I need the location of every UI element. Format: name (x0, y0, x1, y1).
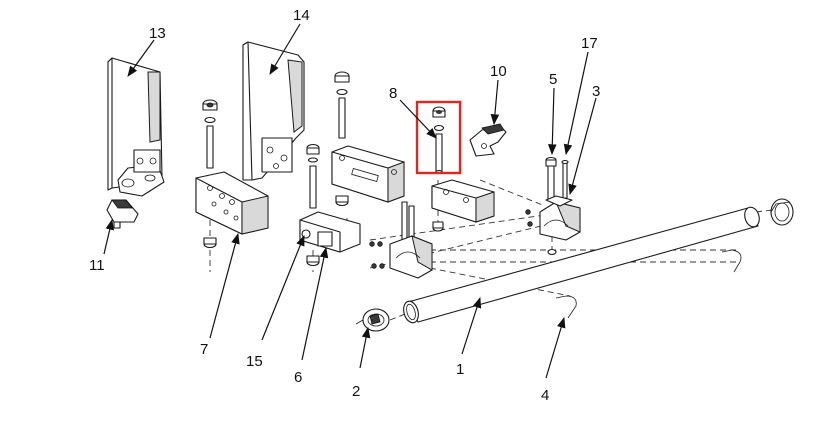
part-1-tube (403, 206, 760, 324)
callout-5: 5 (549, 71, 557, 88)
pin-stack-left (202, 99, 218, 169)
part-5-bolt (545, 156, 557, 201)
callout-17: 17 (581, 35, 598, 52)
part-4-u-bolt (555, 249, 742, 319)
part-17-pin (561, 159, 569, 199)
callout-13: 13 (149, 25, 166, 42)
lower-right-channel (431, 179, 495, 223)
callout-15: 15 (246, 353, 263, 370)
upper-slotted-bracket (331, 145, 405, 207)
callout-2: 2 (352, 383, 360, 400)
leader-lines (103, 23, 597, 379)
part-6-clamp (299, 211, 361, 267)
callout-1: 1 (456, 361, 464, 378)
callout-6: 6 (294, 369, 302, 386)
part-3-saddle (525, 195, 581, 256)
pin-stack-centre (306, 143, 320, 209)
part-7-channel (195, 171, 269, 249)
centre-saddle (369, 201, 444, 279)
callout-11: 11 (89, 257, 105, 274)
callout-8: 8 (389, 85, 397, 102)
part-8-highlight-box (415, 100, 462, 175)
part-11-latch (106, 199, 139, 229)
end-cap-right (770, 198, 794, 226)
part-8-pin (432, 106, 446, 175)
callout-14: 14 (293, 7, 310, 24)
part-2-end-cap (355, 308, 390, 332)
callout-10: 10 (490, 63, 507, 80)
pin-stack-upper (334, 71, 350, 139)
callout-4: 4 (541, 387, 549, 404)
part-13-side-bracket (107, 57, 165, 197)
callout-7: 7 (200, 341, 208, 358)
callout-3: 3 (592, 83, 600, 100)
part-10-clip (469, 123, 507, 157)
part-14-plate (242, 41, 305, 181)
